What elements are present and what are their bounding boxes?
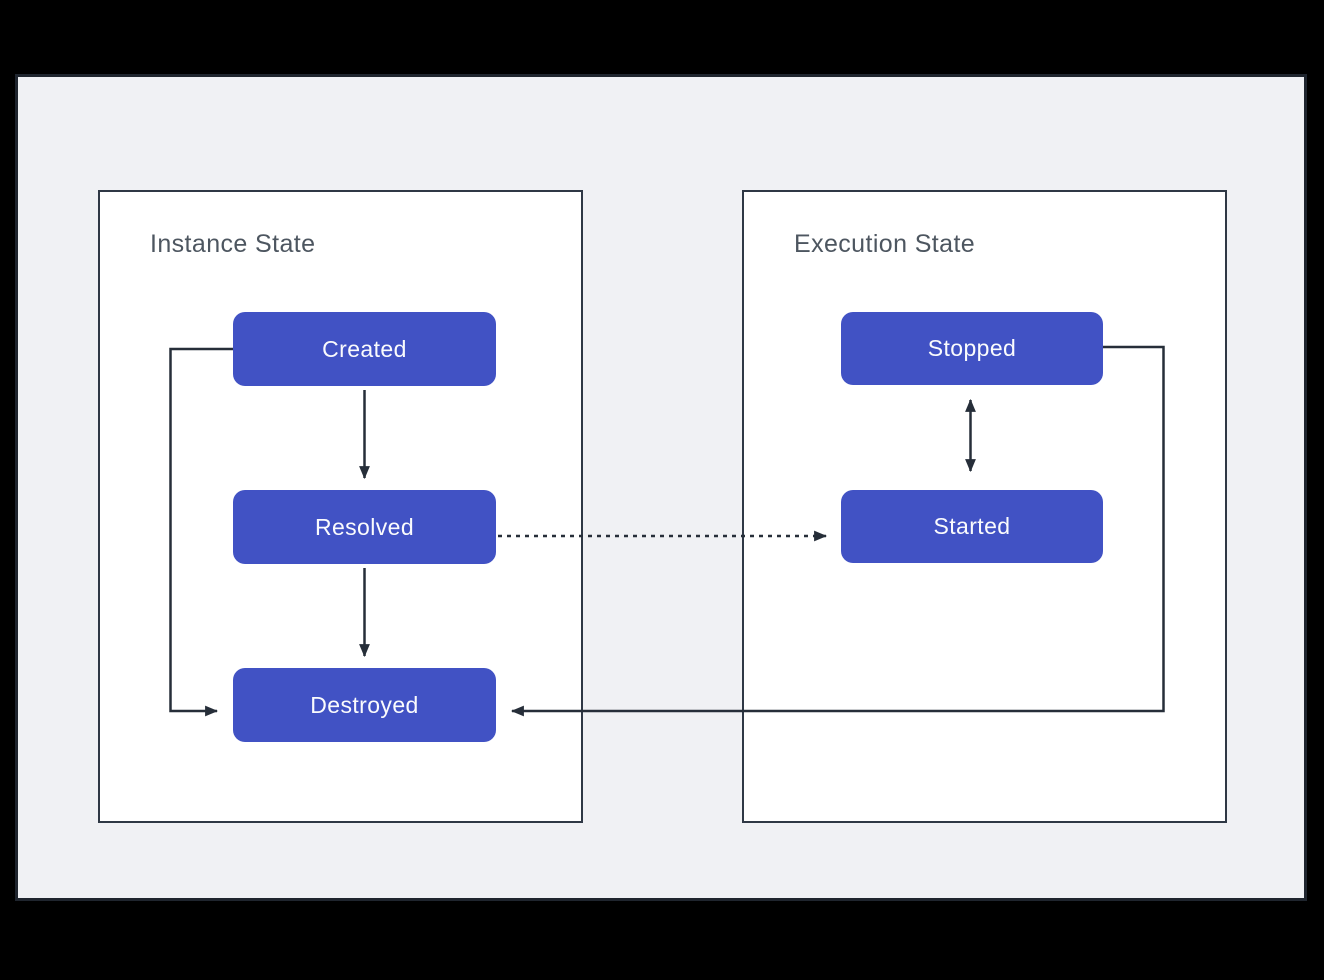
panel-execution-state-title: Execution State: [794, 230, 976, 258]
node-destroyed: Destroyed: [233, 668, 496, 742]
node-started: Started: [841, 490, 1103, 563]
diagram-surface: Instance State Execution State Created R…: [15, 74, 1307, 901]
node-resolved: Resolved: [233, 490, 496, 564]
panel-instance-state-title: Instance State: [150, 230, 316, 258]
node-created: Created: [233, 312, 496, 386]
node-stopped: Stopped: [841, 312, 1103, 385]
